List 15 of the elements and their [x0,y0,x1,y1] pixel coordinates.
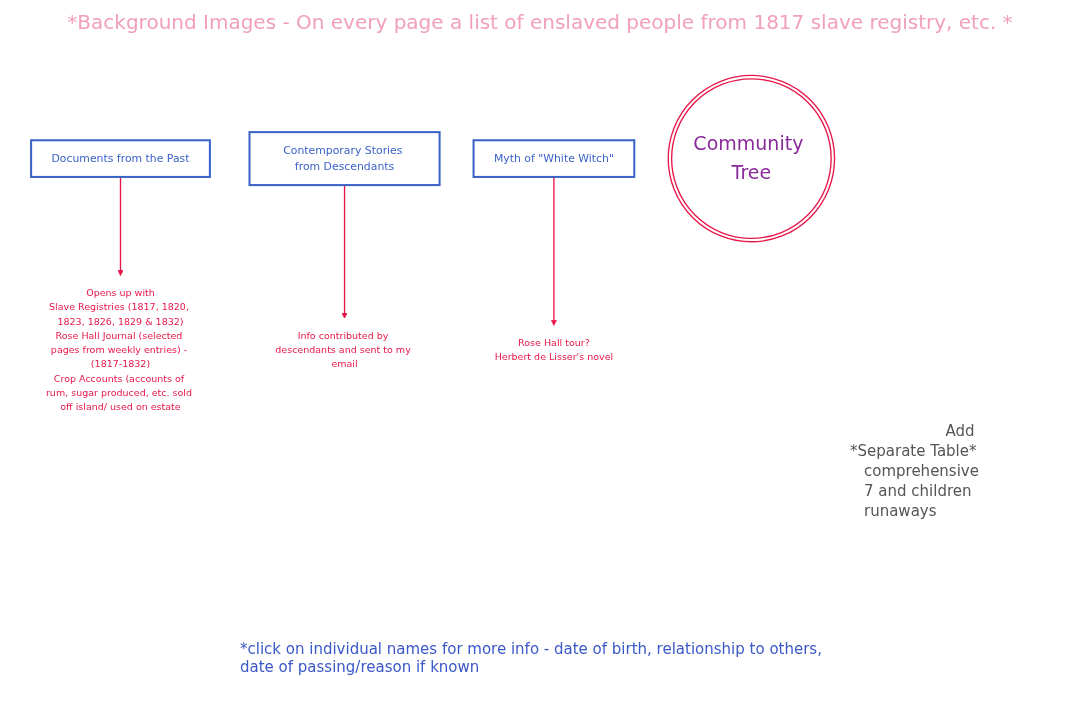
list-item: runaways [863,502,938,520]
node-text: Rose Hall tour? Herbert de Lisser's novel [494,337,614,363]
note-text: *click on individual names for more info - date of birth, relationship to others, date of passing/reason if known [240,640,823,676]
note-text: *Background Images - On every page a list of enslaved people from 1817 slave registry, etc. * [66,10,1014,34]
heading-text: Add [944,422,976,440]
node-box: Documents from the Past [30,139,211,178]
arrow [117,176,124,276]
list-item: comprehensive [863,462,980,480]
node-text: Info contributed by descendants and sent to my email [275,330,411,370]
arrow [550,176,557,326]
list-item: 7 and children [863,482,973,500]
node-box: Myth of "White Witch" [472,139,636,178]
node-text: Opens up with Slave Registries (1817, 1820, 1823, 1826, 1829 & 1832) Rose Hall Journal (selected pages from weekly entries) - (1817-1832) Crop Accounts (accounts of rum, sugar produced, etc. sold off island/ used on estate [45,287,192,413]
node-box: Contemporary Stories from Descendants [248,131,441,187]
heading-text: *Separate Table* [850,442,978,460]
